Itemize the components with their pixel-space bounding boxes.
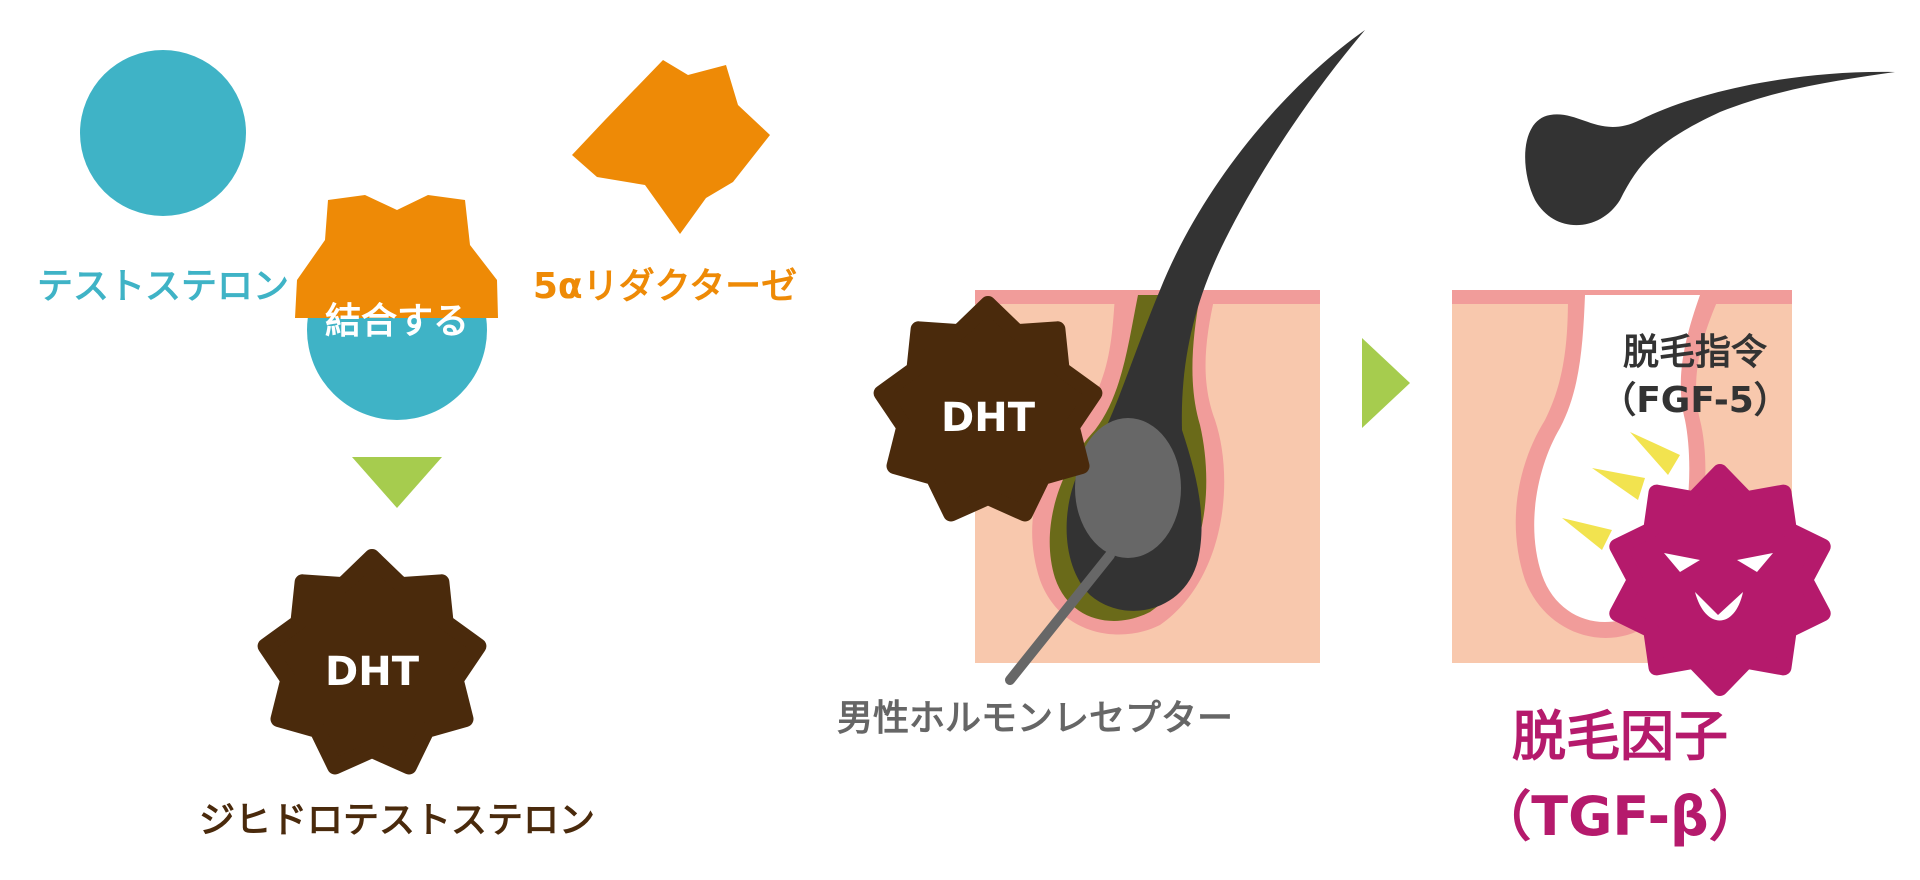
spark-burst xyxy=(1562,432,1680,550)
dermal-papilla xyxy=(1075,418,1181,558)
shed-hair xyxy=(1525,71,1895,226)
enzyme-label: 5αリダクターゼ xyxy=(533,266,797,307)
enzyme-molecule xyxy=(572,60,770,234)
hair-loss-signal-label-1: 脱毛指令 xyxy=(1623,332,1768,373)
testosterone-molecule xyxy=(80,50,246,216)
gear-shape-receptor xyxy=(873,296,1103,522)
testosterone-label: テストステロン xyxy=(37,266,289,307)
dht-molecule-main: DHT xyxy=(257,549,487,775)
dht-label-main: DHT xyxy=(325,649,420,695)
factor-eye-left xyxy=(1664,553,1700,572)
follicle-receptor-panel: DHT 男性ホルモンレセプター xyxy=(837,30,1365,739)
hair-loss-factor-icon xyxy=(1609,464,1831,696)
spark-1 xyxy=(1630,432,1680,475)
dihydrotestosterone-label: ジヒドロテストステロン xyxy=(199,800,595,841)
dht-molecule-receptor: DHT xyxy=(873,296,1103,522)
hair-loss-signal-label-2: （FGF-5） xyxy=(1600,380,1790,421)
right-arrow xyxy=(1362,338,1410,428)
gear-shape-factor xyxy=(1609,464,1831,696)
hair-loss-factor-label-2: （TGF-β） xyxy=(1477,785,1762,848)
bound-testosterone-half xyxy=(307,318,487,420)
hair-loss-panel: 脱毛指令 （FGF-5） 脱毛因子 （TGF-β） xyxy=(1452,71,1895,848)
bound-enzyme-half xyxy=(295,195,498,318)
bind-label: 結合する xyxy=(325,301,469,342)
down-arrow xyxy=(352,457,442,508)
factor-mouth xyxy=(1695,592,1743,621)
spark-2 xyxy=(1562,518,1612,550)
conversion-panel: テストステロン 5αリダクターゼ 結合する DHT ジヒドロテストステロン xyxy=(37,50,797,841)
dht-label-receptor: DHT xyxy=(941,395,1036,441)
androgen-receptor-label: 男性ホルモンレセプター xyxy=(837,698,1233,739)
gear-shape-main xyxy=(257,549,487,775)
bound-complex: 結合する xyxy=(295,195,498,420)
spark-3 xyxy=(1592,468,1645,500)
receptor-pointer-line xyxy=(1005,550,1115,685)
factor-eye-right xyxy=(1737,553,1773,572)
hair-loss-factor-label-1: 脱毛因子 xyxy=(1512,705,1728,768)
